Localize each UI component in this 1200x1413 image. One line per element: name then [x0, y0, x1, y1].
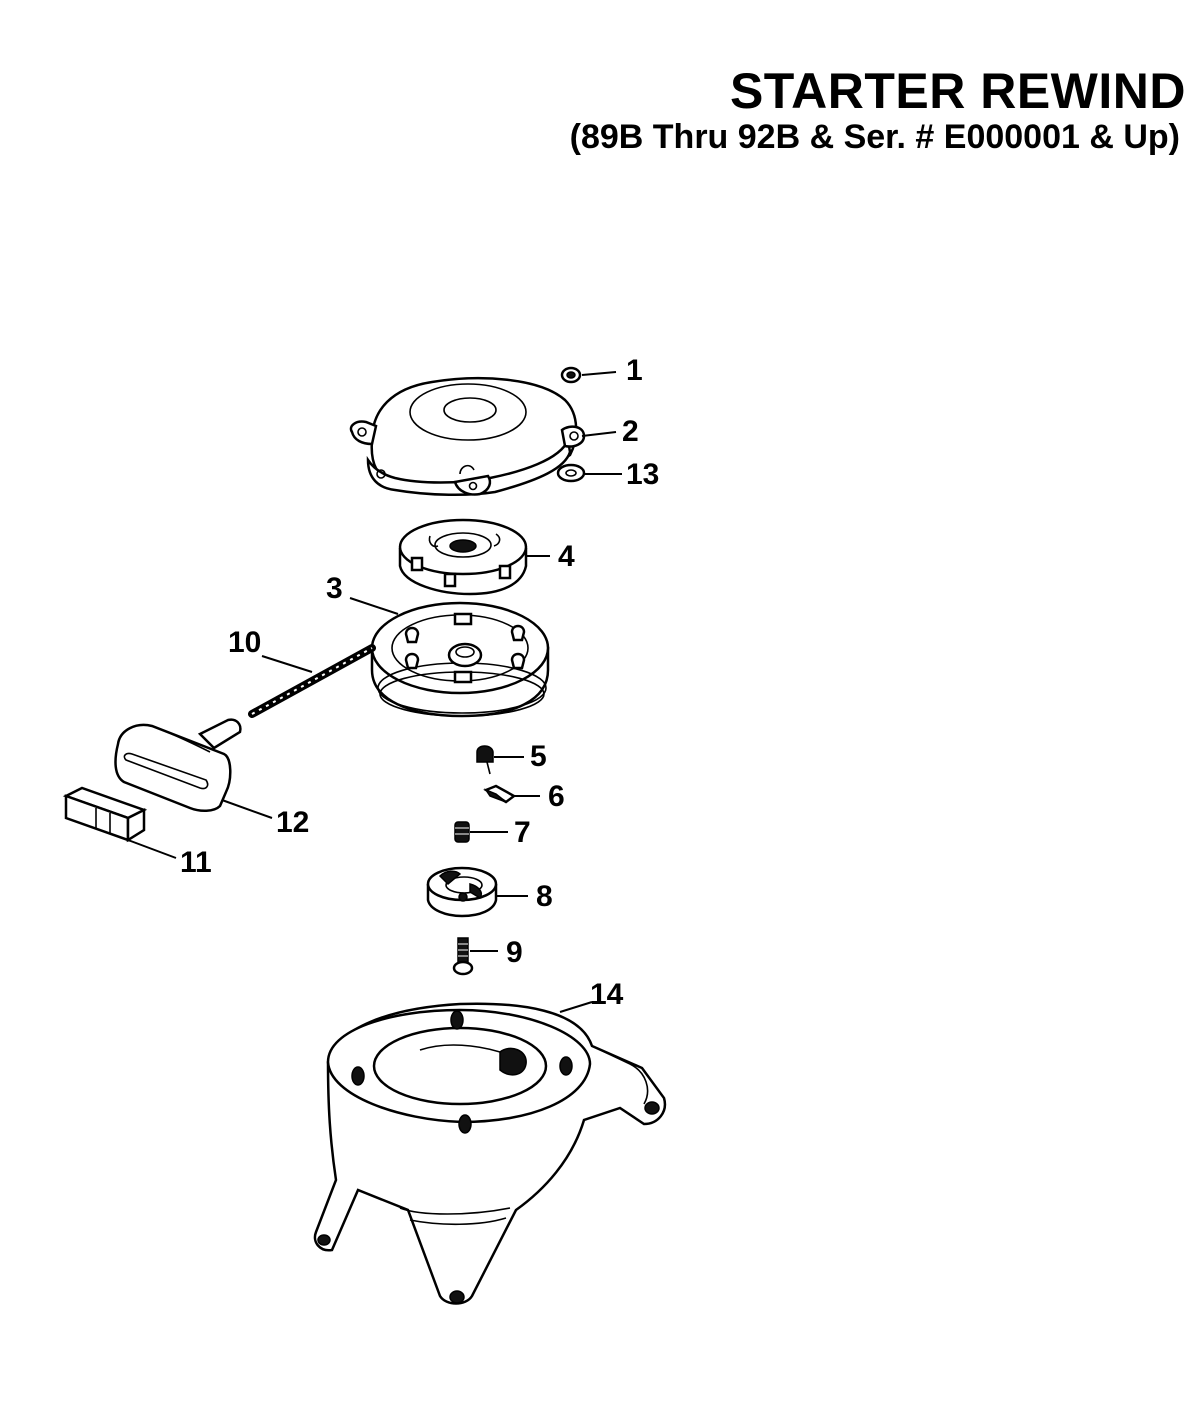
part-3-rope-pulley	[349, 597, 550, 718]
callout-6: 6	[548, 780, 565, 813]
callout-8: 8	[536, 880, 553, 913]
part-9-screw	[452, 937, 498, 976]
callout-14: 14	[590, 978, 624, 1011]
part-14-starter-base	[313, 1001, 667, 1305]
part-8-drive-retainer	[426, 866, 528, 918]
callout-13: 13	[626, 458, 659, 491]
callout-9: 9	[506, 936, 523, 969]
page-title: STARTER REWIND	[729, 63, 1186, 119]
part-12-starter-handle	[114, 718, 273, 819]
callout-4: 4	[558, 540, 575, 573]
callout-2: 2	[622, 415, 639, 448]
part-5-pawl-spring	[476, 745, 524, 775]
callout-1: 1	[626, 354, 643, 387]
part-6-pawl	[483, 784, 540, 804]
callout-3: 3	[326, 572, 343, 605]
callout-5: 5	[530, 740, 547, 773]
part-13-washer	[556, 463, 622, 483]
callout-10: 10	[228, 626, 261, 659]
part-7-spring	[454, 821, 508, 843]
callout-7: 7	[514, 816, 531, 849]
page-subtitle: (89B Thru 92B & Ser. # E000001 & Up)	[569, 118, 1180, 156]
part-2-housing-cover	[349, 376, 617, 497]
part-10-starter-rope	[248, 644, 376, 718]
callout-12: 12	[276, 806, 309, 839]
callout-11: 11	[180, 846, 212, 879]
part-1-nut	[560, 366, 617, 384]
part-4-spring-housing	[398, 518, 550, 596]
part-11-handle-insert	[62, 786, 177, 859]
